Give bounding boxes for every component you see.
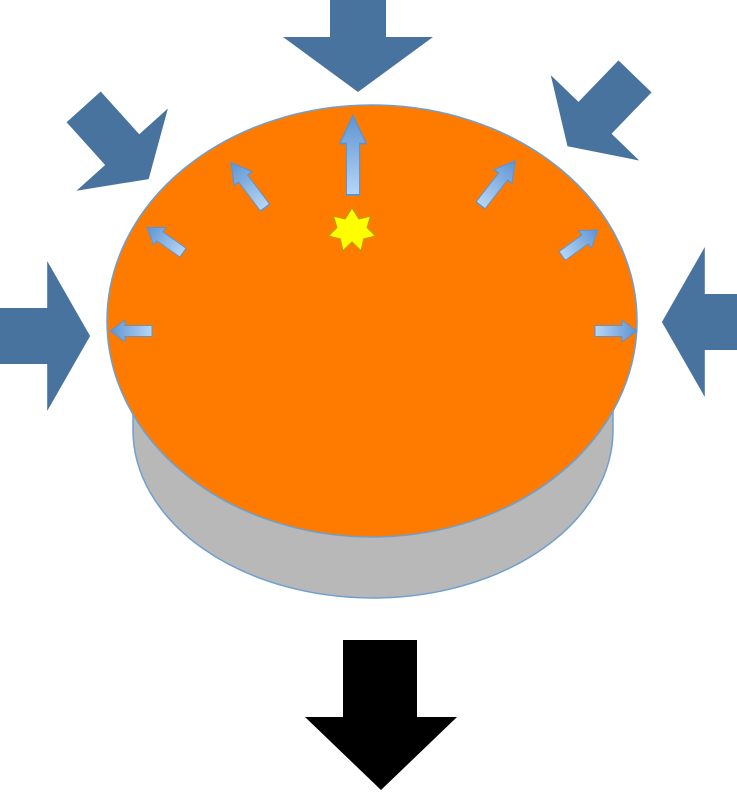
inward-arrow-top-icon bbox=[283, 0, 433, 92]
disk-top bbox=[107, 105, 637, 537]
down-arrow-icon bbox=[305, 640, 457, 790]
inward-arrow-left-icon bbox=[0, 261, 90, 411]
inward-arrow-right-icon bbox=[662, 247, 737, 397]
